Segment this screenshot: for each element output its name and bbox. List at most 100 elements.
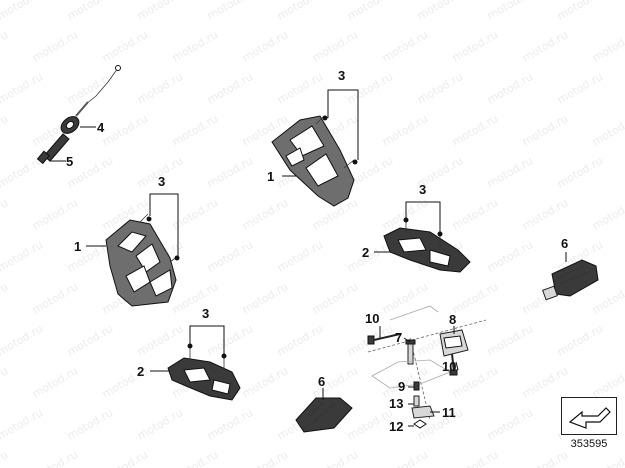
leader-lines [50, 89, 567, 427]
callout-9: 9 [398, 379, 405, 394]
clevis-part-8 [439, 329, 469, 357]
watermark-text: motod.ru [590, 196, 625, 232]
footpeg-rubber-part-6-lower [295, 397, 353, 433]
watermark-text: motod.ru [380, 112, 430, 148]
watermark-text: motod.ru [205, 322, 255, 358]
bolt-part-5 [36, 133, 70, 165]
callout-2-lower: 2 [137, 364, 144, 379]
watermark-text: motod.ru [30, 364, 80, 400]
watermark-text: motod.ru [380, 280, 430, 316]
watermark-text: motod.ru [65, 0, 115, 23]
callout-10-left: 10 [365, 311, 379, 326]
watermark-text: motod.ru [0, 112, 10, 148]
watermark-text: motod.ru [555, 322, 605, 358]
catalog-number: 353595 [570, 438, 608, 450]
watermark-text: motod.ru [520, 28, 570, 64]
watermark-text: motod.ru [135, 406, 185, 442]
watermark-text: motod.ru [240, 28, 290, 64]
watermark-text: motod.ru [0, 0, 45, 23]
watermark-text: motod.ru [485, 322, 535, 358]
watermark-text: motod.ru [450, 448, 500, 468]
watermark-text: motod.ru [135, 322, 185, 358]
watermark-text: motod.ru [0, 280, 10, 316]
watermark-text: motod.ru [205, 406, 255, 442]
callout-8: 8 [449, 312, 456, 327]
callout-1-upper: 1 [267, 169, 274, 184]
watermark-text: motod.ru [240, 364, 290, 400]
watermark-text: motod.ru [590, 28, 625, 64]
watermark-text: motod.ru [520, 112, 570, 148]
hinge-assembly [367, 305, 487, 429]
callout-7: 7 [395, 330, 402, 345]
watermark-text: motod.ru [275, 70, 325, 106]
watermark-text: motod.ru [30, 280, 80, 316]
callout-13: 13 [389, 396, 403, 411]
callout-11: 11 [442, 405, 456, 420]
watermark-text: motod.ru [485, 238, 535, 274]
watermark-text: motod.ru [135, 0, 185, 23]
watermark-text: motod.ru [450, 112, 500, 148]
watermark-text: motod.ru [205, 154, 255, 190]
watermark-text: motod.ru [590, 112, 625, 148]
watermark-text: motod.ru [100, 448, 150, 468]
callout-12: 12 [389, 419, 403, 434]
watermark-text: motod.ru [590, 280, 625, 316]
watermark-text: motod.ru [520, 364, 570, 400]
watermark-text: motod.ru [450, 280, 500, 316]
callout-5: 5 [66, 154, 73, 169]
watermark-text: motod.ru [380, 28, 430, 64]
watermark-text: motod.ru [240, 196, 290, 232]
watermark-text: motod.ru [485, 154, 535, 190]
watermark-text: motod.ru [205, 70, 255, 106]
callout-3-upper: 3 [338, 68, 345, 83]
footpeg-rubber-part-6-right [542, 259, 599, 301]
bushing-part-4 [60, 116, 80, 134]
watermark-text: motod.ru [520, 448, 570, 468]
watermark-text: motod.ru [485, 70, 535, 106]
watermark-text: motod.ru [100, 112, 150, 148]
watermark-text: motod.ru [0, 448, 10, 468]
watermark-text: motod.ru [275, 238, 325, 274]
watermark-text: motod.ru [240, 280, 290, 316]
footrest-bracket-part-2-right [383, 217, 471, 273]
callout-10-right: 10 [442, 359, 456, 374]
watermark-text: motod.ru [205, 0, 255, 23]
watermark-text: motod.ru [30, 196, 80, 232]
watermark-text: motod.ru [30, 28, 80, 64]
watermark-text: motod.ru [590, 448, 625, 468]
bolt-part-10 [367, 333, 401, 345]
plate-part-11 [411, 405, 435, 419]
watermark-text: motod.ru [0, 70, 45, 106]
watermark-text: motod.ru [30, 448, 80, 468]
callout-4: 4 [97, 120, 105, 135]
watermark-text: motod.ru [345, 0, 395, 23]
watermark-text: motod.ru [170, 280, 220, 316]
callout-labels: 3 3 3 3 1 1 2 2 4 5 6 6 7 8 9 10 10 11 1… [66, 68, 568, 434]
callout-1-left: 1 [74, 239, 81, 254]
watermark-text: motod.ru [170, 112, 220, 148]
watermark-text: motod.ru [65, 322, 115, 358]
watermark-text: motod.ru [0, 322, 45, 358]
washer-part-13 [413, 395, 420, 407]
watermark-text: motod.ru [135, 70, 185, 106]
watermark-text: motod.ru [170, 448, 220, 468]
watermark-text: motod.ru [345, 70, 395, 106]
watermark-text: motod.ru [240, 448, 290, 468]
watermark-text: motod.ru [100, 28, 150, 64]
footrest-plate-part-1-left [105, 213, 180, 307]
watermark-text: motod.ru [310, 448, 360, 468]
footrest-plate-part-1-upper [271, 115, 358, 207]
watermark-text: motod.ru [0, 196, 10, 232]
watermark-text: motod.ru [415, 70, 465, 106]
watermark-text: motod.ru [310, 28, 360, 64]
watermark-text: motod.ru [275, 0, 325, 23]
section-reference-arrow-icon [568, 407, 611, 429]
watermark-text: motod.ru [205, 238, 255, 274]
footrest-bracket-part-2-lower [167, 343, 241, 401]
watermark-text: motod.ru [310, 280, 360, 316]
watermark-text: motod.ru [485, 0, 535, 23]
watermark-text: motod.ru [415, 0, 465, 23]
watermark-text: motod.ru [275, 322, 325, 358]
